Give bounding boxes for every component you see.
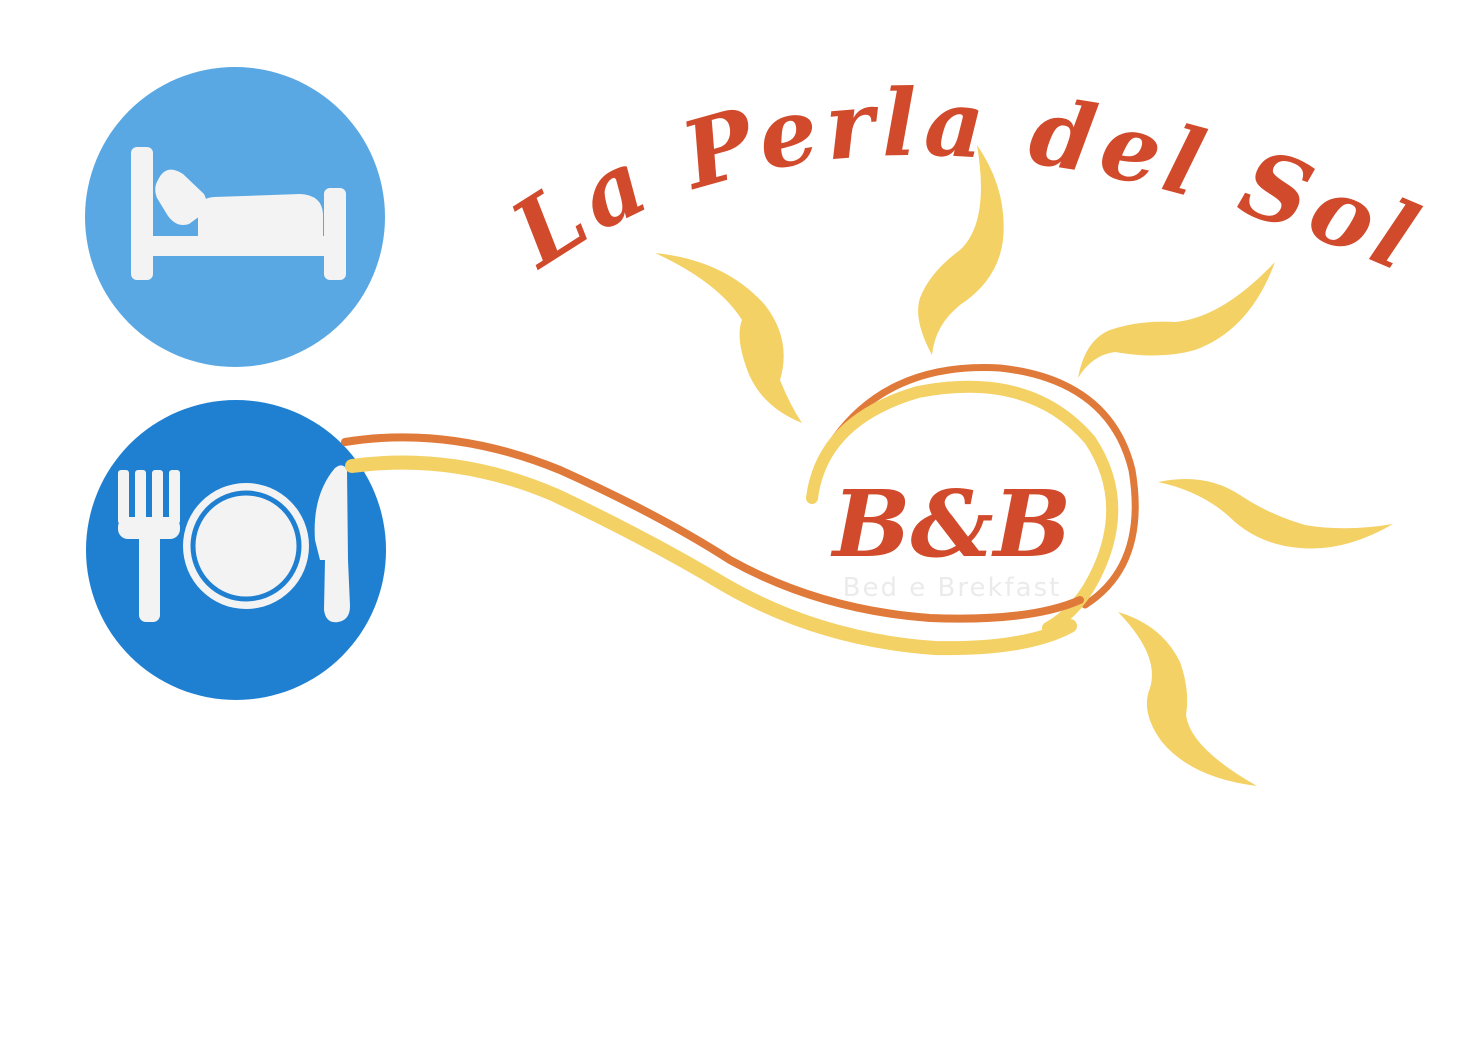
bed-icon bbox=[131, 147, 346, 280]
sun-rays bbox=[655, 145, 1393, 786]
knife-icon bbox=[314, 465, 350, 623]
bed-badge bbox=[85, 67, 385, 367]
ribbon-orange bbox=[341, 433, 1084, 623]
fork-plate-knife-icon bbox=[118, 465, 350, 623]
dining-badge bbox=[86, 400, 386, 700]
bnb-badge-text: B&B bbox=[830, 470, 1072, 578]
bnb-subtitle: Bed e Brekfast bbox=[843, 573, 1062, 603]
ribbon-yellow bbox=[345, 455, 1077, 656]
sun-icon bbox=[341, 145, 1393, 786]
fork-icon bbox=[118, 470, 180, 622]
sun-ring-outer bbox=[831, 364, 1139, 609]
sun-ring-inner bbox=[806, 380, 1119, 634]
plate-icon bbox=[183, 483, 309, 609]
